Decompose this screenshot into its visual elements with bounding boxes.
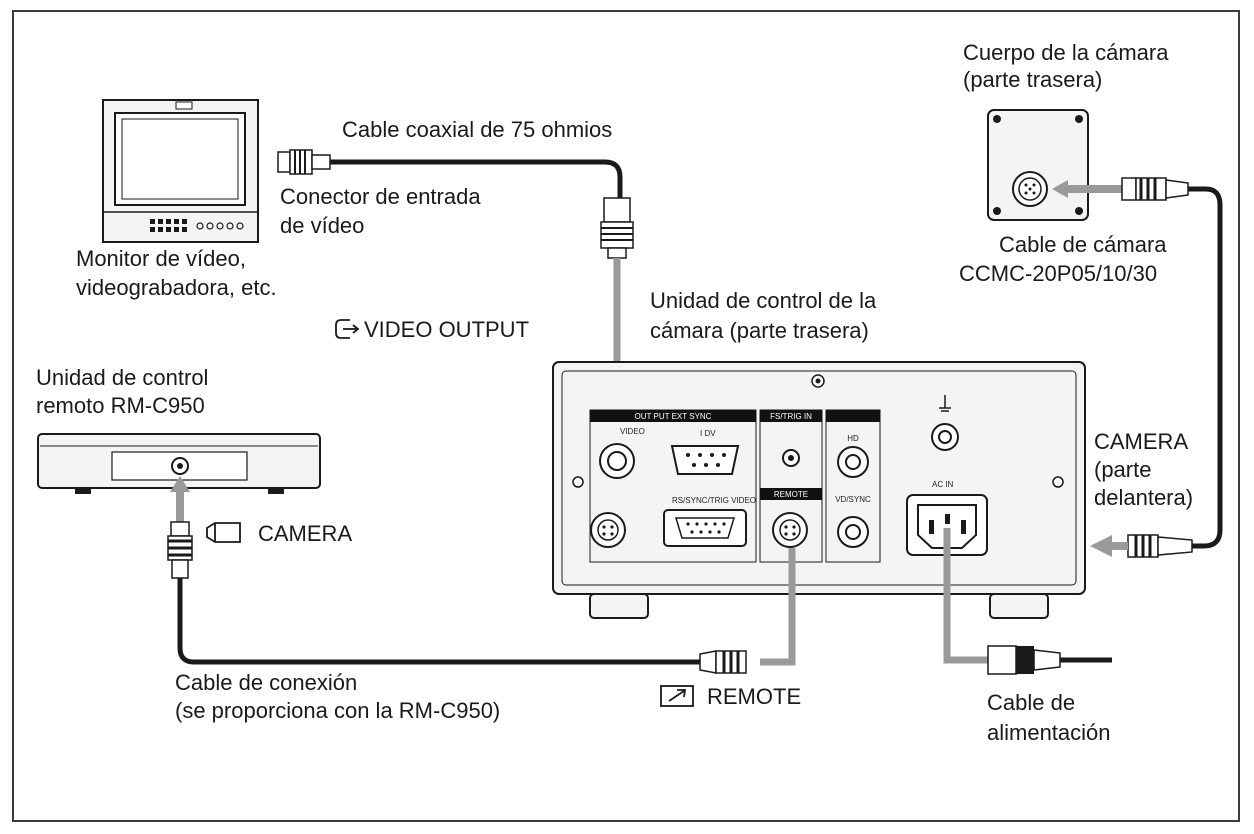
panel-vd-sync-label: VD/SYNC — [835, 495, 871, 504]
video-output-label: VIDEO OUTPUT — [364, 317, 530, 342]
remote-control-unit — [37, 433, 321, 494]
video-monitor — [102, 99, 259, 243]
camera-port-label: CAMERA — [258, 521, 353, 546]
connection-cable-label: Cable de conexión (se proporciona con la… — [175, 669, 500, 725]
video-monitor-label-line1: Monitor de vídeo, — [76, 246, 246, 271]
panel-fs-trig-label: FS/TRIG IN — [770, 412, 812, 421]
camera-cable-label: Cable de cámara CCMC-20P05/10/30 — [959, 230, 1167, 288]
connection-cable-label-line2: (se proporciona con la RM-C950) — [175, 698, 501, 723]
panel-hd-label: HD — [847, 434, 859, 443]
ccu-label: Unidad de control de la cámara (parte tr… — [650, 286, 876, 346]
panel-remote-label: REMOTE — [774, 490, 808, 499]
panel-rs-sync-label: RS/SYNC/TRIG VIDEO — [672, 496, 756, 505]
video-monitor-label-line2: videograbadora, etc. — [76, 275, 277, 300]
power-cable-label-line1: Cable de — [987, 690, 1076, 715]
camera-body — [987, 109, 1089, 221]
camera-body-label-line2: (parte trasera) — [963, 67, 1103, 92]
camera-body-label: Cuerpo de la cámara (parte trasera) — [963, 39, 1168, 93]
video-monitor-label: Monitor de vídeo, videograbadora, etc. — [76, 244, 277, 302]
camera-body-label-line1: Cuerpo de la cámara — [963, 40, 1169, 65]
remote-port-label: REMOTE — [707, 684, 802, 709]
remote-icon — [660, 685, 694, 707]
remote-unit-label: Unidad de control remoto RM-C950 — [36, 364, 208, 420]
camera-icon — [206, 522, 241, 543]
remote-unit-label-line1: Unidad de control — [36, 365, 209, 390]
camera-cable-label-line2: CCMC-20P05/10/30 — [959, 261, 1158, 286]
power-cable-label: Cable de alimentación — [987, 688, 1111, 748]
camera-front-label-line3: delantera) — [1094, 485, 1194, 510]
coax-cable-label: Cable coaxial de 75 ohmios — [342, 117, 613, 142]
video-input-connector-line1: Conector de entrada — [280, 184, 481, 209]
ccu-label-line1: Unidad de control de la — [650, 288, 877, 313]
video-input-connector-label: Conector de entrada de vídeo — [280, 182, 481, 240]
camera-front-label-line1: CAMERA — [1094, 429, 1189, 454]
ccu-label-line2: cámara (parte trasera) — [650, 318, 869, 343]
connection-cable-label-line1: Cable de conexión — [175, 670, 358, 695]
power-cable-label-line2: alimentación — [987, 720, 1111, 745]
camera-control-unit: OUT PUT EXT SYNC VIDEO I DV RS/SYNC/TRIG… — [552, 361, 1086, 619]
camera-cable — [1052, 177, 1223, 558]
panel-dv-label: I DV — [700, 429, 716, 438]
panel-output-ext-sync-label: OUT PUT EXT SYNC — [635, 412, 712, 421]
video-input-connector-line2: de vídeo — [280, 213, 365, 238]
video-output-icon — [335, 319, 360, 339]
camera-cable-label-line1: Cable de cámara — [999, 232, 1167, 257]
panel-ac-in-label: AC IN — [932, 480, 954, 489]
connection-cable — [167, 476, 796, 674]
panel-video-label: VIDEO — [620, 427, 645, 436]
power-cable — [943, 528, 1112, 675]
remote-unit-label-line2: remoto RM-C950 — [36, 393, 205, 418]
camera-front-label-line2: (parte — [1094, 457, 1152, 482]
camera-front-label: CAMERA (parte delantera) — [1094, 428, 1193, 512]
